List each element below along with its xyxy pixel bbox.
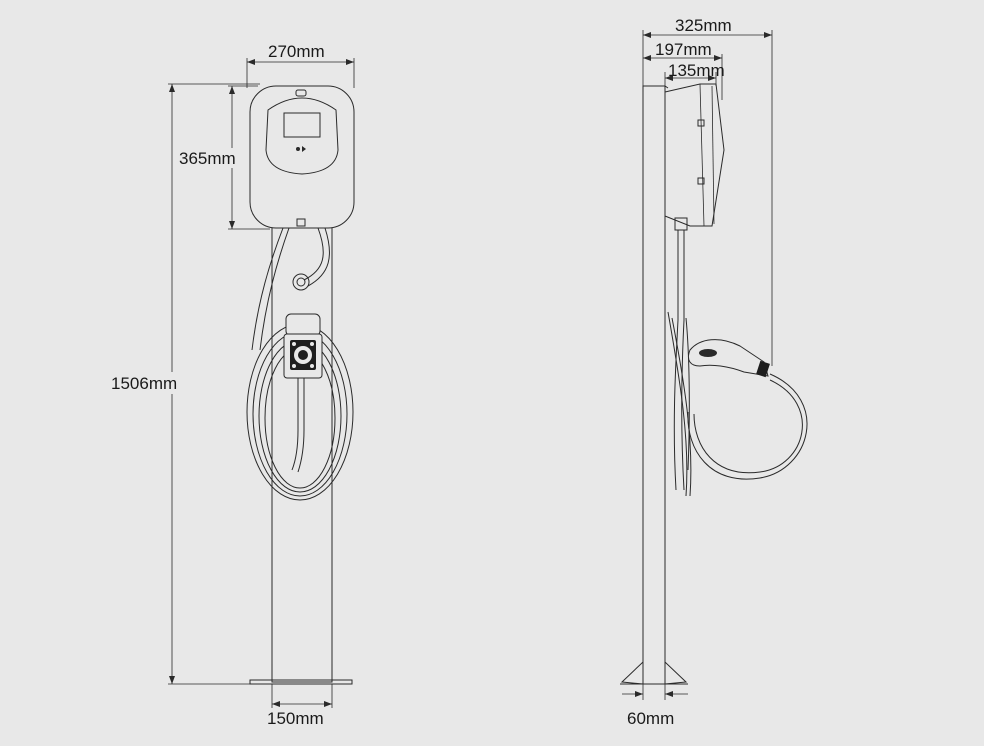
front-total-height-dimension [168,83,260,685]
side-post-depth-dimension [622,684,688,700]
side-post [642,85,666,685]
side-mid-depth-label: 197mm [655,40,712,59]
side-total-depth-dimension [642,30,773,366]
front-plug-holster [283,313,323,473]
side-charger-depth-label: 135mm [668,61,725,80]
front-view [168,58,355,708]
side-base-left [620,660,644,685]
side-charger-depth-dimension [664,72,717,90]
front-width-dimension [246,58,355,88]
rfid-icon [296,146,306,152]
front-base-width-dimension [271,684,333,708]
side-total-depth-label: 325mm [675,16,732,35]
front-cable-gland [292,273,310,291]
side-view [620,30,808,700]
side-cable [667,217,808,497]
side-base-right [664,660,688,685]
front-charger-height-label: 365mm [179,149,236,168]
side-mid-depth-dimension [643,54,723,100]
front-charger-height-dimension [228,85,270,230]
front-width-label: 270mm [268,42,325,61]
side-charging-plug [687,339,770,378]
front-base-plate [249,679,353,685]
side-charger-body [664,83,725,227]
front-charger-body [249,85,355,229]
front-base-width-label: 150mm [267,709,324,728]
side-post-depth-label: 60mm [627,709,675,728]
front-total-height-label: 1506mm [111,374,178,393]
